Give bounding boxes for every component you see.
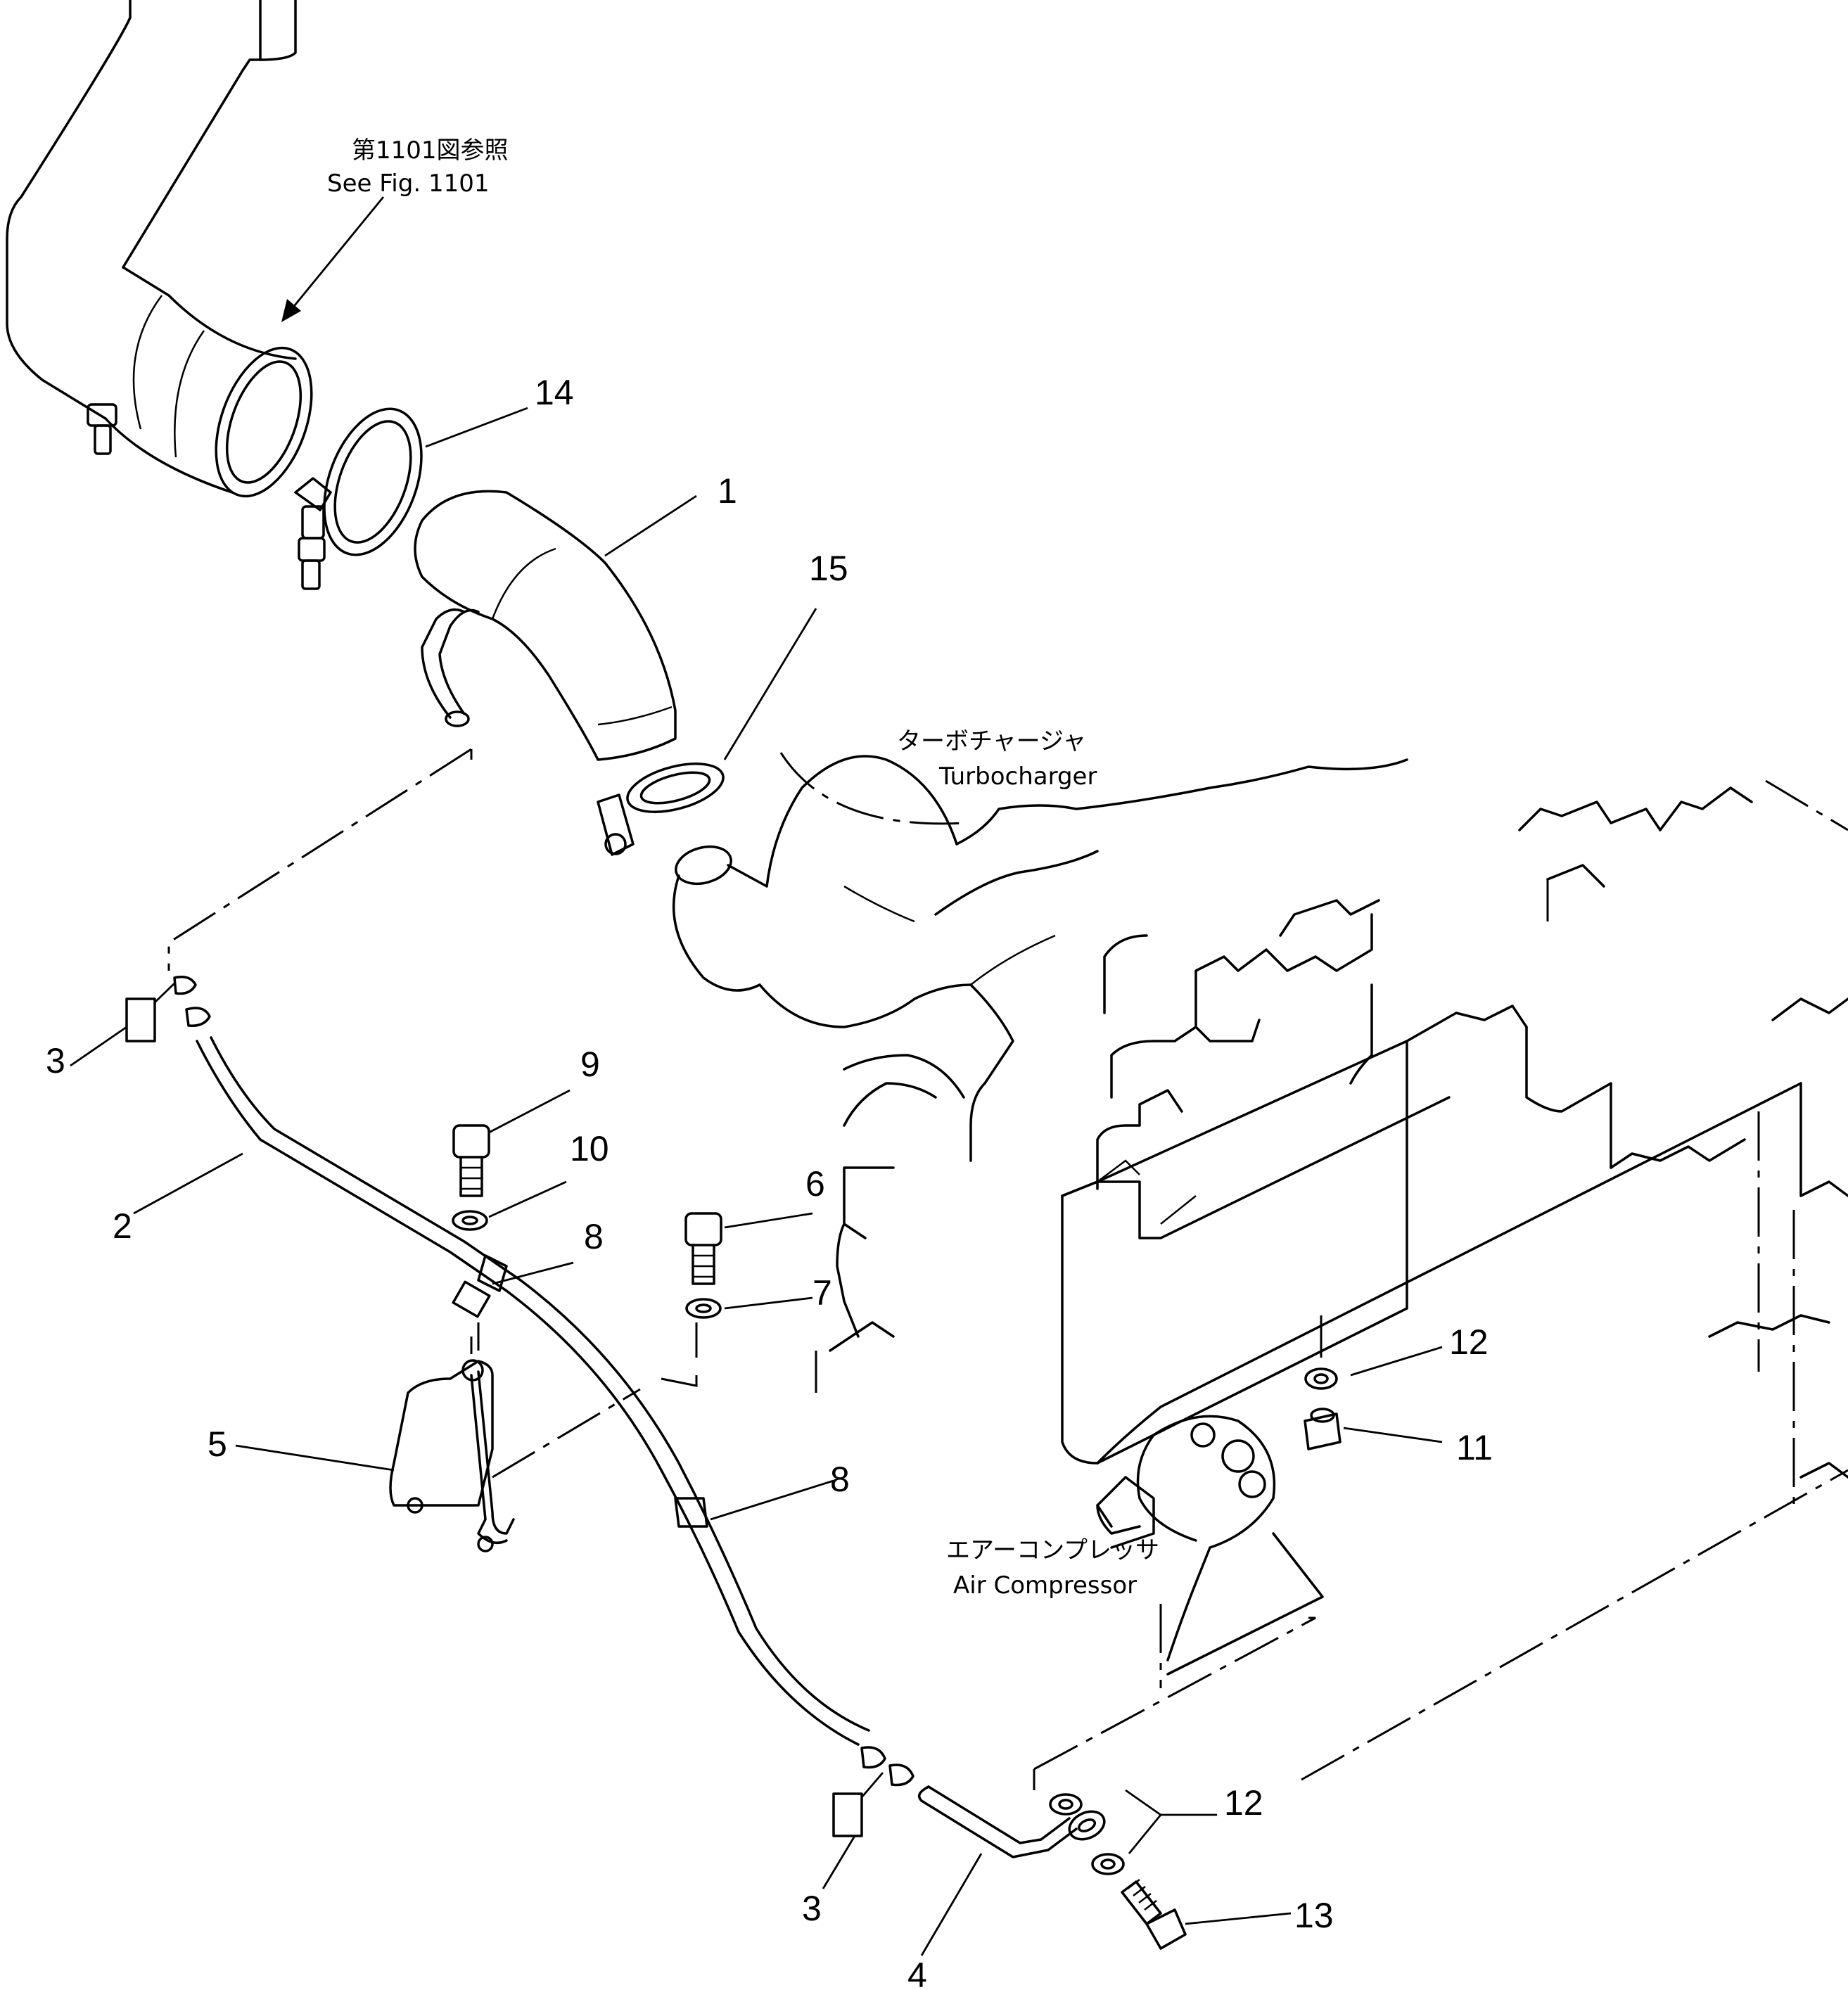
- ref-jp-text: 第1101図参照: [352, 136, 509, 165]
- callout-10: 10: [570, 1129, 609, 1168]
- turbo-jp-text: ターボチャージャ: [897, 727, 1086, 755]
- callout-1: 1: [718, 471, 737, 511]
- bracket-5: [389, 1322, 515, 1552]
- air-compressor: [1096, 1415, 1324, 1688]
- nut-11: [1304, 1408, 1342, 1450]
- callout-12-lower: 12: [1224, 1783, 1263, 1823]
- air-compressor-label: エアーコンプレッサ Air Compressor: [946, 1536, 1159, 1600]
- aircomp-jp-text: エアーコンプレッサ: [946, 1536, 1159, 1564]
- turbocharger-label: ターボチャージャ Turbocharger: [897, 727, 1097, 791]
- callout-6: 6: [805, 1164, 825, 1204]
- arrow-down-left-icon: [281, 196, 385, 322]
- turbo-en-text: Turbocharger: [938, 763, 1097, 791]
- washer-12-upper: [1304, 1367, 1338, 1390]
- center-lines: [167, 748, 1848, 1790]
- callout-11: 11: [1456, 1428, 1493, 1467]
- washer-7: [685, 1298, 722, 1319]
- intake-duct: [6, 0, 313, 498]
- turbocharger: [672, 752, 1408, 1028]
- pipe-4: [917, 1785, 1106, 1858]
- bolt-13: [1121, 1879, 1187, 1950]
- callout-13: 13: [1294, 1896, 1334, 1935]
- callout-5: 5: [208, 1424, 227, 1464]
- reference-note: 第1101図参照 See Fig. 1101: [327, 136, 509, 198]
- clamp-3-upper: [125, 976, 211, 1042]
- engine-block: [1061, 779, 1848, 1512]
- washer-10: [452, 1210, 488, 1231]
- callout-12-upper: 12: [1449, 1322, 1489, 1362]
- callout-2: 2: [113, 1206, 132, 1246]
- manifold: [815, 983, 1155, 1549]
- callout-7: 7: [813, 1273, 832, 1313]
- clamp-14: [294, 407, 423, 590]
- clamp-3-lower: [832, 1746, 915, 1837]
- bolt-9: [452, 1124, 490, 1197]
- pipe-2: [196, 1036, 870, 1746]
- callout-3-lower: 3: [802, 1889, 822, 1928]
- callout-8-upper: 8: [584, 1217, 604, 1256]
- callout-15: 15: [809, 549, 848, 588]
- callout-4: 4: [907, 1956, 927, 1990]
- callout-numbers: 1 2 3 3 4 5 6 7 8 8 9 10 11 12 12 13 14 …: [46, 373, 1493, 1990]
- callout-8-lower: 8: [830, 1460, 850, 1499]
- washer-12-lower: [1049, 1793, 1125, 1875]
- clamp-15: [597, 763, 725, 856]
- elbow-1: [414, 490, 677, 761]
- leader-lines: [70, 407, 1443, 1956]
- aircomp-en-text: Air Compressor: [953, 1571, 1137, 1600]
- ref-en-text: See Fig. 1101: [327, 170, 489, 198]
- callout-3-upper: 3: [46, 1041, 65, 1080]
- bolt-6: [684, 1212, 722, 1285]
- callout-9: 9: [580, 1045, 600, 1084]
- callout-14: 14: [535, 373, 574, 412]
